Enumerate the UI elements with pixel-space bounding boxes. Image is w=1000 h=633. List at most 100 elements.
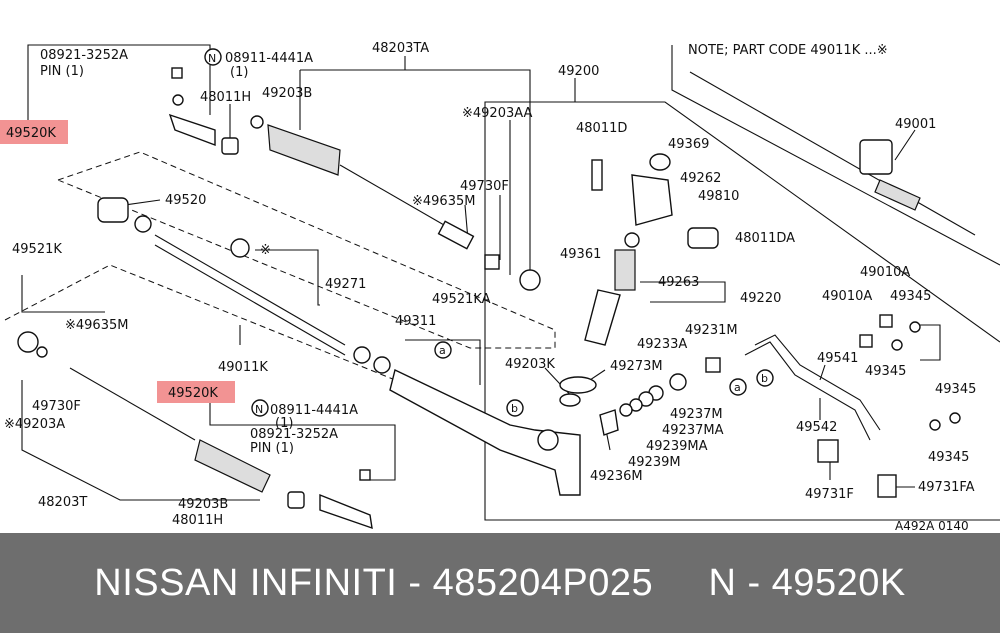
- label-49369: 49369: [668, 137, 709, 152]
- label-49239M: 49239M: [628, 455, 681, 470]
- circle-a-2: [729, 378, 747, 396]
- washer-49203K: [559, 393, 581, 407]
- boot-48203T: [194, 439, 271, 493]
- note-text: NOTE; PART CODE 49011K ...※: [688, 43, 888, 58]
- label-49731FA: 49731FA: [918, 480, 975, 495]
- housing-port: [537, 429, 559, 451]
- label-49010A-1: 49010A: [860, 265, 910, 280]
- bracket-49311: [405, 339, 481, 385]
- bracket-49001: [671, 45, 1000, 266]
- seal-49271: [230, 238, 250, 258]
- bracket-top-left: [27, 44, 211, 120]
- circle-b-1-text: b: [511, 402, 518, 415]
- label-49541: 49541: [817, 351, 858, 366]
- part-number-banner: NISSAN INFINITI - 485204P025 N - 49520K: [0, 533, 1000, 633]
- circle-a-1: [434, 341, 452, 359]
- label-49730F-r: 49730F: [460, 179, 509, 194]
- label-49345-2: 49345: [865, 364, 906, 379]
- label-49271-ast: ※: [260, 243, 271, 258]
- seal-49233A: [669, 373, 687, 391]
- pinion-49220: [584, 289, 621, 346]
- label-49521KA: 49521KA: [432, 292, 491, 307]
- label-49345-4: 49345: [928, 450, 969, 465]
- leader-49520: [124, 199, 161, 206]
- label-49237MA: 49237MA: [662, 423, 724, 438]
- highlight-49520K-mid: [157, 381, 235, 403]
- label-49237M-1: 49237M: [670, 407, 723, 422]
- bracket-main-box: [484, 101, 1000, 521]
- circle-N-top: [204, 48, 222, 66]
- label-49810: 49810: [698, 189, 739, 204]
- label-49010A-2: 49010A: [822, 289, 872, 304]
- gear-housing-49311: [389, 368, 581, 496]
- sensor-49810: [687, 227, 719, 249]
- circle-a-1-text: a: [439, 344, 446, 357]
- tie-rod-end-bottom: [319, 493, 373, 530]
- label-49220: 49220: [740, 291, 781, 306]
- clamp-49203A: [17, 331, 39, 353]
- label-49200: 49200: [558, 64, 599, 79]
- parts-diagram: a b a b N N NOTE; PART CODE 49011K ...※ …: [0, 41, 1000, 533]
- bolt-48011D: [591, 159, 603, 191]
- sleeve-49236M: [599, 409, 619, 436]
- label-08921-top: 08921-3252A: [40, 48, 128, 63]
- label-49345-1: 49345: [890, 289, 931, 304]
- label-49203B-bot: 49203B: [178, 497, 228, 512]
- castle-nut-top: [171, 67, 183, 79]
- label-49239MA: 49239MA: [646, 439, 708, 454]
- label-48011DA: 48011DA: [735, 231, 795, 246]
- clamp-49203AA: [519, 269, 541, 291]
- label-49731F: 49731F: [805, 487, 854, 502]
- label-49001: 49001: [895, 117, 936, 132]
- bracket-49200: [574, 78, 1000, 343]
- label-49273M: 49273M: [610, 359, 663, 374]
- label-48203TA: 48203TA: [372, 41, 429, 56]
- label-49635M-l: ※49635M: [65, 318, 128, 333]
- label-pin-mid: PIN (1): [250, 441, 294, 456]
- label-49203K: 49203K: [505, 357, 555, 372]
- inner-rod-bottom: [69, 367, 196, 441]
- label-08911-mid: 08911-4441A: [270, 403, 358, 418]
- label-49730F-l: 49730F: [32, 399, 81, 414]
- seal-end-2: [373, 356, 391, 374]
- washer-49345-2: [891, 339, 903, 351]
- seal-49273M: [559, 376, 597, 394]
- label-08911-top: 08911-4441A: [225, 51, 313, 66]
- clip-49730F-l: [36, 346, 48, 358]
- label-48011D: 48011D: [576, 121, 627, 136]
- label-49203A: ※49203A: [4, 417, 65, 432]
- label-49236M: 49236M: [590, 469, 643, 484]
- bolt-49010A-1: [879, 314, 893, 328]
- label-49263: 49263: [658, 275, 699, 290]
- dashed-outline-inner: [4, 264, 421, 391]
- seal-end-1: [353, 346, 371, 364]
- circle-N-mid-text: N: [255, 403, 263, 416]
- circle-N-mid: [251, 399, 269, 417]
- washer-49345-4: [929, 419, 941, 431]
- label-qty-mid: (1): [275, 416, 293, 431]
- boot-48203TA: [267, 124, 341, 176]
- bushing-49520: [97, 197, 129, 223]
- label-49542: 49542: [796, 420, 837, 435]
- clamp-49731FA: [877, 474, 897, 498]
- label-49345-3: 49345: [935, 382, 976, 397]
- highlight-49520K-top: [0, 120, 68, 144]
- circle-a-2-text: a: [734, 381, 741, 394]
- clip-49730F-r: [484, 254, 500, 270]
- label-49520K-mid: 49520K: [168, 386, 218, 401]
- rack-assembly-49001: [689, 71, 976, 236]
- label-49233A: 49233A: [637, 337, 687, 352]
- label-49635M-r: ※49635M: [412, 194, 475, 209]
- gearbox-49001: [859, 139, 893, 175]
- label-48011H-bot: 48011H: [172, 513, 223, 528]
- pipe-49541: [754, 334, 881, 431]
- nut-48011H-bot: [287, 491, 305, 509]
- bracket-mid: [209, 403, 396, 481]
- banner-text: NISSAN INFINITI - 485204P025 N - 49520K: [94, 561, 906, 604]
- castle-nut-bottom: [359, 469, 371, 481]
- label-49311: 49311: [395, 314, 436, 329]
- rack-49011K: [154, 234, 346, 346]
- label-49361: 49361: [560, 247, 601, 262]
- clamp-49731F: [817, 439, 839, 463]
